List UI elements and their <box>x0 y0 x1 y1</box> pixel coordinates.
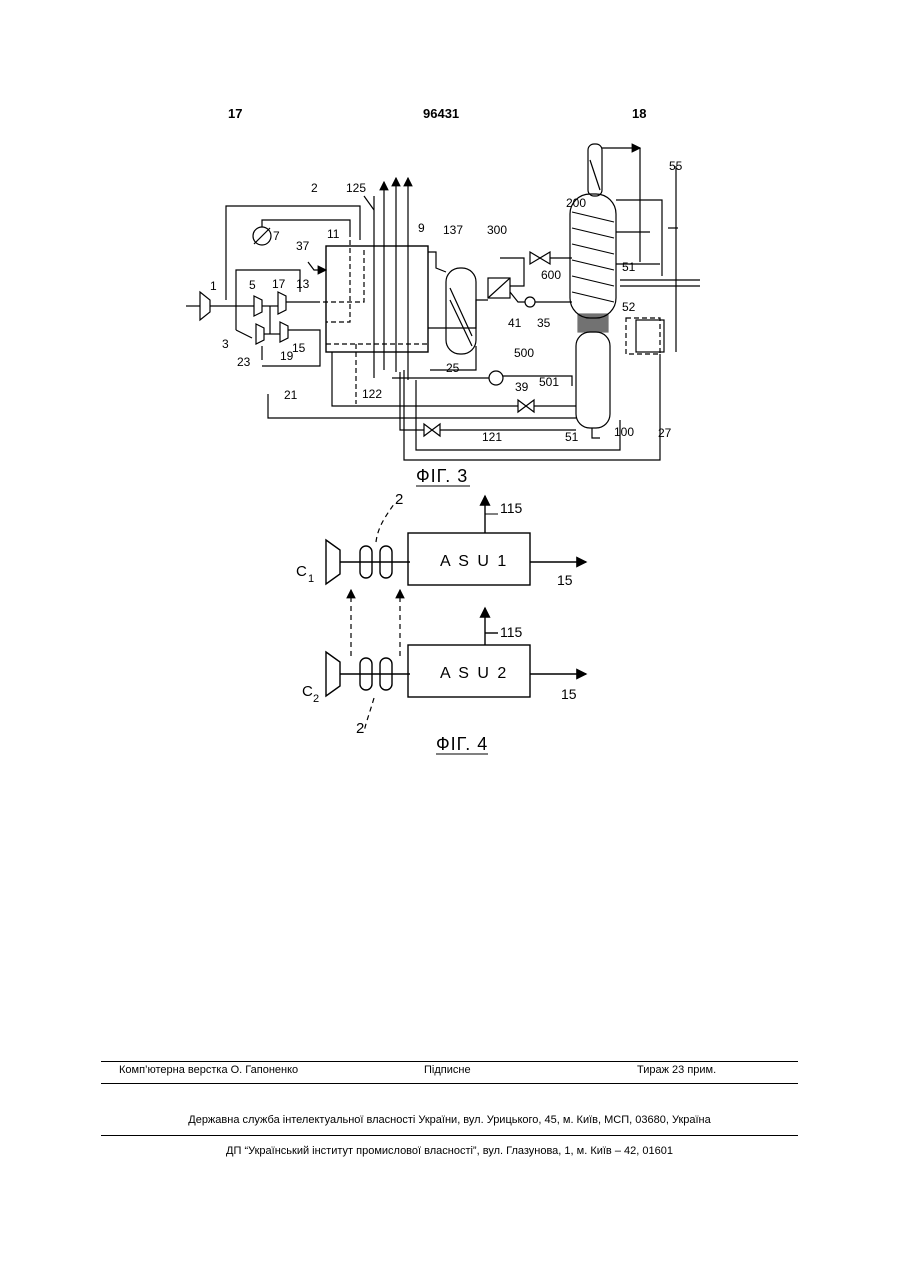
figure-3-caption: ФІГ. 3 <box>416 466 468 486</box>
compressor-c1 <box>326 540 340 584</box>
label-35: 35 <box>537 316 551 330</box>
label-c1: C <box>296 563 307 580</box>
label-100: 100 <box>614 425 634 439</box>
asu1-label: A S U 1 <box>440 553 508 570</box>
label-501: 501 <box>539 375 559 389</box>
compressor-5 <box>254 296 262 316</box>
label-200: 200 <box>566 196 586 210</box>
footer-signed: Підписне <box>424 1064 471 1076</box>
label-13: 13 <box>296 277 310 291</box>
label-37: 37 <box>296 239 310 253</box>
column-100 <box>576 332 610 428</box>
label-c1-subscript: 1 <box>308 573 314 585</box>
column-200 <box>570 194 616 318</box>
label-500: 500 <box>514 346 534 360</box>
label-600: 600 <box>541 268 561 282</box>
footer-layout-credit: Комп’ютерна верстка О. Гапоненко <box>119 1064 298 1076</box>
pump-35-icon <box>525 297 535 307</box>
label-c2: C <box>302 683 313 700</box>
label-52: 52 <box>622 300 636 314</box>
figure-4-caption: ФІГ. 4 <box>436 734 488 754</box>
label-11: 11 <box>327 227 340 241</box>
asu2-label: A S U 2 <box>440 665 508 682</box>
label-3: 3 <box>222 337 229 351</box>
label-55: 55 <box>669 159 683 173</box>
label-121: 121 <box>482 430 502 444</box>
footer-rule-top <box>101 1061 798 1062</box>
label-125: 125 <box>346 181 366 195</box>
label-7: 7 <box>273 229 280 243</box>
label-9: 9 <box>418 221 425 235</box>
label-51-bottom: 51 <box>565 430 579 444</box>
footer-rule-bottom <box>101 1135 798 1136</box>
compressor-19 <box>256 324 264 344</box>
pump-500-icon <box>489 371 503 385</box>
label-19: 19 <box>280 349 294 363</box>
footer-agency: Державна служба інтелектуальної власност… <box>101 1114 798 1126</box>
label-41: 41 <box>508 316 522 330</box>
footer-rule-middle <box>101 1083 798 1084</box>
label-27: 27 <box>658 426 672 440</box>
footer-circulation: Тираж 23 прим. <box>637 1064 716 1076</box>
compressor-15 <box>280 322 288 342</box>
compressor-1 <box>200 292 210 320</box>
label-115-top: 115 <box>500 500 523 516</box>
label-15: 15 <box>292 341 306 355</box>
label-39: 39 <box>515 380 529 394</box>
label-25: 25 <box>446 361 460 375</box>
label-115-bottom: 115 <box>500 624 523 640</box>
label-2: 2 <box>311 181 318 195</box>
figure-4-diagram <box>326 496 586 732</box>
label-15-bottom: 15 <box>561 686 577 702</box>
label-15-top: 15 <box>557 572 573 588</box>
footer-institute: ДП “Український інститут промислової вла… <box>101 1145 798 1157</box>
label-137: 137 <box>443 223 463 237</box>
label-5: 5 <box>249 278 256 292</box>
label-21: 21 <box>284 388 298 402</box>
heat-exchanger-9 <box>326 246 428 352</box>
label-1: 1 <box>210 279 217 293</box>
label-122: 122 <box>362 387 382 401</box>
label-23: 23 <box>237 355 251 369</box>
label-2-bottom: 2 <box>356 720 364 737</box>
label-2-top: 2 <box>395 491 403 508</box>
label-17: 17 <box>272 277 286 291</box>
label-c2-subscript: 2 <box>313 693 319 705</box>
label-300: 300 <box>487 223 507 237</box>
compressor-17 <box>278 292 286 314</box>
compressor-c2 <box>326 652 340 696</box>
label-51-top: 51 <box>622 260 636 274</box>
